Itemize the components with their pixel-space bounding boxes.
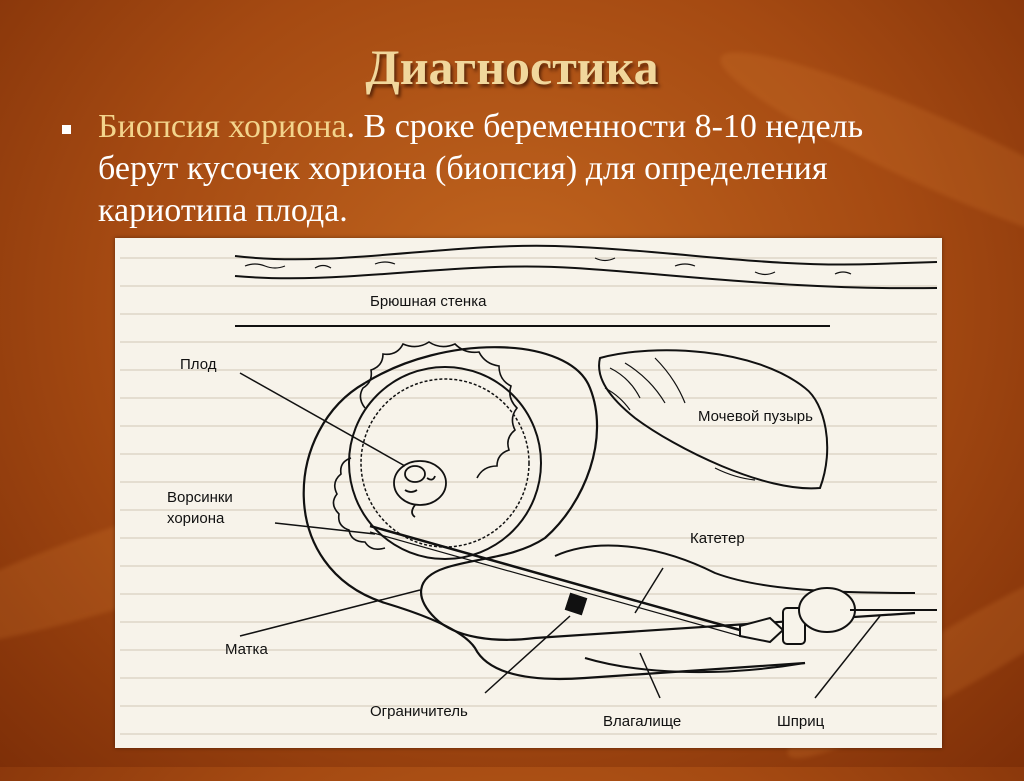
slide-title: Диагностика — [0, 38, 1024, 96]
label-fetus: Плод — [180, 356, 217, 373]
bullet-text: Биопсия хориона. В сроке беременности 8-… — [98, 106, 918, 232]
label-limiter: Ограничитель — [370, 703, 468, 720]
syringe-shape — [740, 588, 937, 644]
label-bladder: Мочевой пузырь — [698, 408, 813, 425]
limiter-shape — [565, 593, 588, 616]
chorion-biopsy-diagram: Брюшная стенка Плод Мочевой пузырь Ворси… — [115, 238, 942, 748]
bullet-marker — [62, 125, 71, 134]
label-syringe: Шприц — [777, 713, 825, 730]
label-villi-line2: хориона — [167, 510, 225, 527]
gestational-sac — [333, 342, 541, 559]
fetus-shape — [394, 461, 446, 517]
bullet-highlight: Биопсия хориона — [98, 108, 347, 145]
vagina-shape — [555, 546, 915, 673]
label-catheter: Катетер — [690, 530, 745, 547]
label-uterus: Матка — [225, 641, 268, 658]
label-villi-line1: Ворсинки — [167, 489, 233, 506]
background-text-lines — [120, 258, 937, 734]
label-abdominal-wall: Брюшная стенка — [370, 293, 487, 310]
label-vagina: Влагалище — [603, 713, 681, 730]
